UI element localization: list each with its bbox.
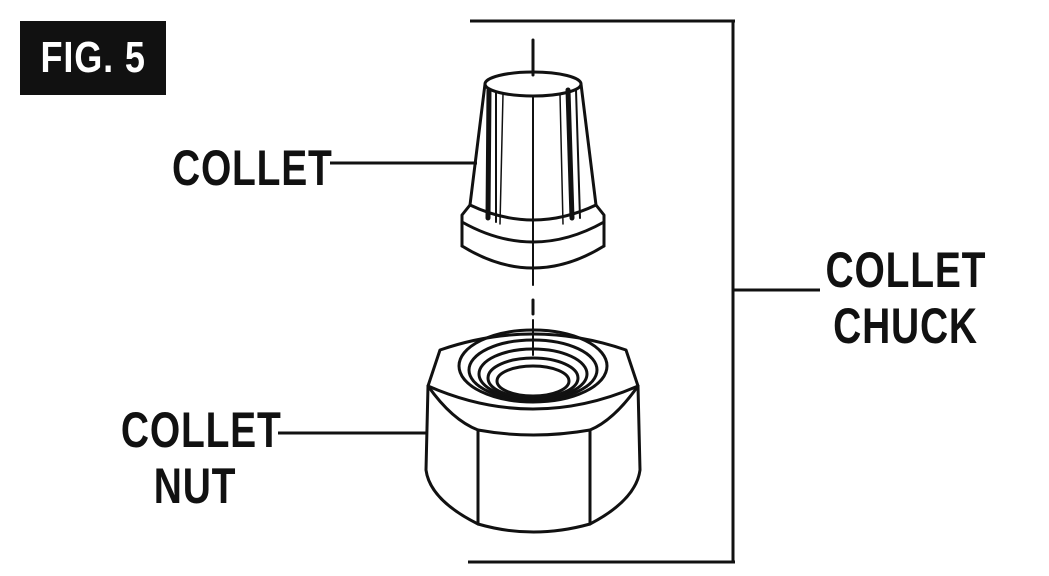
collet-nut-drawing [424,298,642,534]
collet-chuck-label-line-2: CHUCK [833,298,978,354]
collet-chuck-bracket [468,19,820,564]
collet-nut-label-line-1: COLLET [120,402,282,458]
figure-badge: FIG. 5 [20,21,166,95]
collet-label: COLLET [150,140,350,196]
collet-nut-label-line-2: NUT [153,458,237,514]
collet-chuck-label-line-1: COLLET [825,242,987,298]
collet-drawing [460,38,606,286]
collet-label-text: COLLET [172,140,333,196]
figure-number: FIG. 5 [40,33,146,82]
collet-chuck-label: COLLET CHUCK [803,242,1008,354]
collet-nut-label: COLLET NUT [100,402,290,514]
